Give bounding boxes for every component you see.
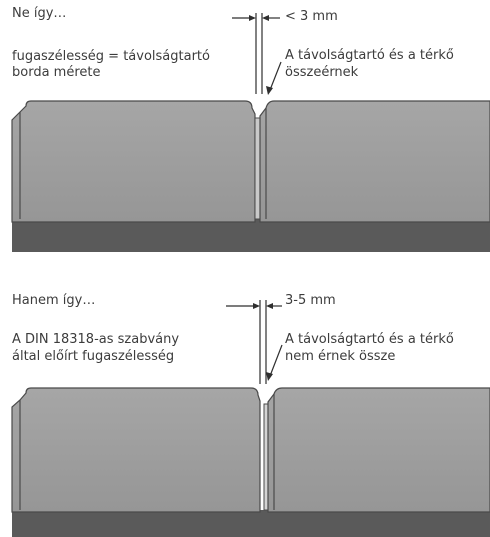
top-spacer-rib (254, 117, 261, 220)
bottom-section (11, 300, 490, 537)
top-dimension-marker (232, 13, 280, 94)
top-gap-label: < 3 mm (285, 9, 338, 24)
bottom-left-paver (11, 387, 261, 513)
top-left-note-line1: fugaszélesség = távolságtartó (12, 49, 210, 64)
bottom-left-note-line2: által előírt fugaszélesség (12, 349, 175, 364)
top-left-paver (11, 100, 256, 223)
bottom-base-layer (12, 510, 490, 537)
bottom-right-note-line2: nem érnek össze (285, 349, 396, 364)
top-section (11, 13, 490, 252)
top-contact-pointer (266, 61, 282, 95)
bottom-right-paver (267, 387, 490, 513)
top-left-note-line2: borda mérete (12, 65, 101, 80)
bottom-gap-label: 3-5 mm (285, 293, 336, 308)
top-right-note-line1: A távolságtartó és a térkő (285, 48, 454, 63)
bottom-left-note-line1: A DIN 18318-as szabvány (12, 332, 180, 347)
top-base-layer (12, 219, 490, 252)
bottom-dimension-marker (226, 300, 282, 384)
bottom-spacer-pointer (266, 344, 283, 381)
top-right-note-line2: összeérnek (285, 65, 359, 80)
top-right-paver (259, 100, 490, 223)
bottom-right-note-line1: A távolságtartó és a térkő (285, 332, 454, 347)
bottom-heading: Hanem így… (12, 293, 96, 308)
top-heading: Ne így… (12, 6, 67, 21)
